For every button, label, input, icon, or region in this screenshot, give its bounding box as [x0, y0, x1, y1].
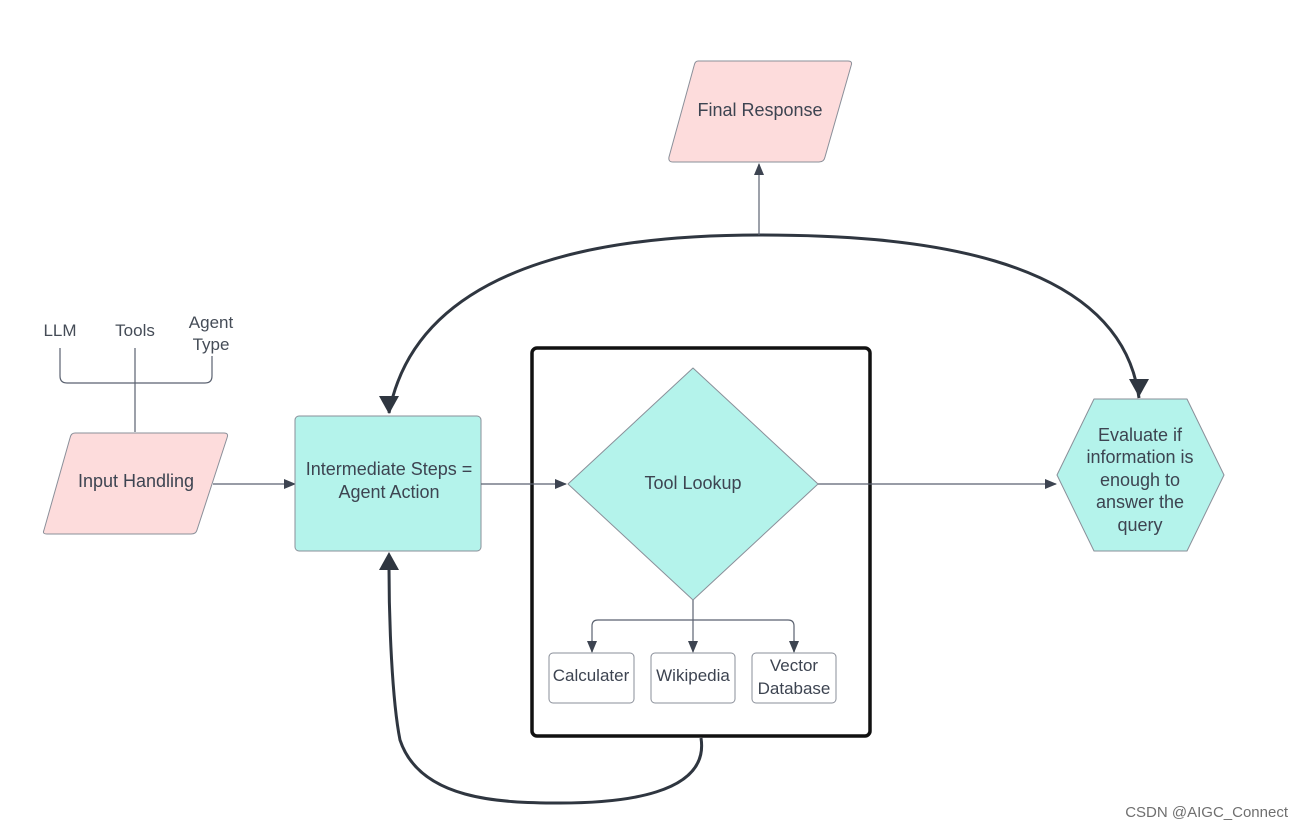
tool-container-frame [530, 346, 872, 738]
calculater-label: Calculater [553, 666, 630, 685]
loop-arc-top [387, 233, 1141, 414]
input-handling-label: Input Handling [78, 471, 194, 491]
vector-database-label-line1: Vector [770, 656, 819, 675]
evaluate-hexagon [1056, 398, 1225, 552]
evaluate-label-line5: query [1117, 515, 1162, 535]
watermark: CSDN @AIGC_Connect [1125, 804, 1288, 821]
final-response-label: Final Response [697, 100, 822, 120]
loop-arc-bottom [387, 567, 704, 805]
tool-branch-connector [587, 600, 799, 653]
evaluate-label-line1: Evaluate if [1098, 425, 1183, 445]
agent-type-label-line2: Type [193, 335, 230, 354]
intermediate-steps-label-line2: Agent Action [338, 482, 439, 502]
llm-label: LLM [43, 321, 76, 340]
loop-arc-bottom-arrowhead [379, 552, 399, 570]
tool-lookup-label: Tool Lookup [644, 473, 741, 493]
final-response-shape [668, 60, 853, 163]
evaluate-label-line3: enough to [1100, 470, 1180, 490]
input-handling-shape [42, 432, 229, 535]
input-bracket [59, 348, 213, 432]
wikipedia-label: Wikipedia [656, 666, 730, 685]
wikipedia-box [650, 652, 736, 704]
vector-database-label-line2: Database [758, 679, 831, 698]
evaluate-label-line4: answer the [1096, 492, 1184, 512]
evaluate-label-line2: information is [1086, 447, 1193, 467]
loop-arc-arrowhead-left [379, 396, 399, 414]
calculater-box [548, 652, 635, 704]
intermediate-steps-label-line1: Intermediate Steps = [306, 459, 473, 479]
agent-type-label-line1: Agent [189, 313, 234, 332]
loop-arc-arrowhead-right [1129, 379, 1149, 397]
vector-database-box [751, 652, 837, 704]
tools-label: Tools [115, 321, 155, 340]
